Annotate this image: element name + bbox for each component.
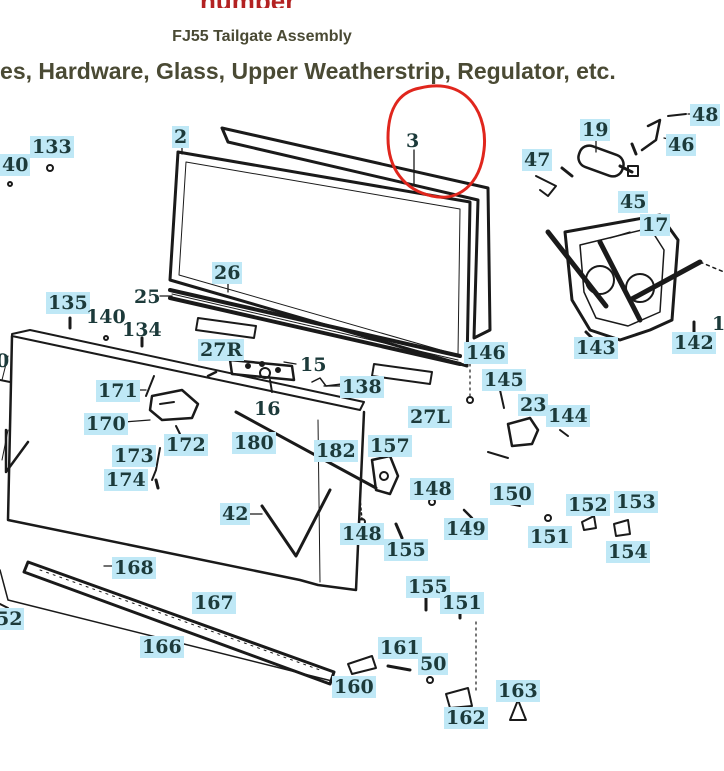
label-142: 142 (672, 332, 716, 354)
label-145: 145 (482, 369, 526, 391)
label-171: 171 (96, 380, 140, 402)
label-46: 46 (666, 134, 697, 156)
glass-channel (168, 288, 462, 366)
label-168: 168 (112, 557, 156, 579)
label-140: 140 (86, 306, 126, 328)
label-0-edge: 0 (0, 350, 10, 372)
label-180: 180 (232, 432, 276, 454)
regulator-hardware (535, 113, 687, 197)
control-rod (151, 410, 378, 490)
label-148-b: 148 (340, 523, 384, 545)
left-latch (145, 375, 200, 422)
label-23: 23 (518, 394, 549, 416)
label-146: 146 (464, 342, 508, 364)
label-135: 135 (46, 292, 90, 314)
label-173: 173 (112, 445, 156, 467)
header-fragment: number (200, 0, 360, 8)
label-134: 134 (122, 319, 162, 341)
label-2: 2 (172, 126, 190, 148)
weatherstrip-frame (220, 126, 492, 340)
label-170: 170 (84, 413, 128, 435)
label-27r: 27R (198, 339, 245, 361)
label-151-b: 151 (440, 592, 484, 614)
hinge-strip (0, 560, 337, 686)
label-166: 166 (140, 636, 184, 658)
label-19: 19 (580, 119, 611, 141)
label-45: 45 (618, 191, 649, 213)
label-150: 150 (490, 483, 534, 505)
label-162: 162 (444, 707, 488, 729)
right-latch (370, 454, 400, 496)
window-regulator (545, 213, 724, 342)
label-160: 160 (332, 676, 376, 698)
label-26: 26 (212, 262, 243, 284)
label-161: 161 (378, 637, 422, 659)
tailgate-body (1, 329, 366, 592)
label-143: 143 (574, 337, 618, 359)
label-50: 50 (418, 653, 449, 675)
label-3: 3 (406, 130, 420, 152)
highlight-circle (386, 84, 487, 199)
label-40: 40 (0, 154, 31, 176)
label-48: 48 (690, 104, 721, 126)
label-157: 157 (368, 435, 412, 457)
hinge-block (487, 416, 569, 459)
label-138: 138 (340, 376, 384, 398)
label-52-edge: 52 (0, 608, 25, 630)
label-47: 47 (522, 149, 553, 171)
label-153: 153 (614, 491, 658, 513)
label-152: 152 (566, 494, 610, 516)
label-167: 167 (192, 592, 236, 614)
lock-mechanism (228, 358, 343, 393)
glass-runners (195, 317, 433, 385)
support-arms (4, 428, 332, 558)
label-25: 25 (134, 286, 161, 308)
label-144: 144 (546, 405, 590, 427)
label-154: 154 (606, 541, 650, 563)
label-182: 182 (314, 440, 358, 462)
regulator-motor (577, 144, 634, 178)
label-149: 149 (444, 518, 488, 540)
label-27l: 27L (408, 406, 452, 428)
label-155-a: 155 (384, 539, 428, 561)
label-151-a: 151 (528, 526, 572, 548)
label-1-edge: 1 (712, 313, 724, 335)
label-42: 42 (220, 503, 251, 525)
label-174: 174 (104, 469, 148, 491)
label-155-b: 155 (406, 576, 450, 598)
diagram-subtitle: FJ55 Tailgate Assembly (172, 28, 352, 45)
label-16: 16 (254, 398, 281, 420)
pins (245, 361, 281, 373)
label-163: 163 (496, 680, 540, 702)
label-17: 17 (640, 214, 671, 236)
diagram-title: nes, Hardware, Glass, Upper Weatherstrip… (0, 58, 616, 84)
label-133: 133 (30, 136, 74, 158)
label-172: 172 (164, 434, 208, 456)
label-15: 15 (300, 354, 327, 376)
label-148-a: 148 (410, 478, 454, 500)
